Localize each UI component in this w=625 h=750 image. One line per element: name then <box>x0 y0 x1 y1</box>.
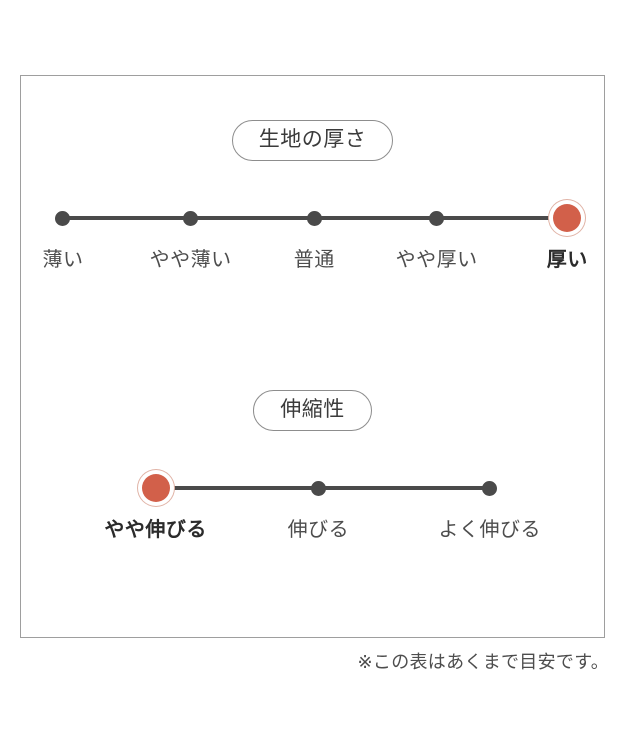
scale-labels-thickness: 薄い やや薄い 普通 やや厚い 厚い <box>21 247 604 281</box>
scale-title-thickness: 生地の厚さ <box>231 120 394 162</box>
scale-section-thickness: 生地の厚さ 薄い やや薄い 普通 やや厚い 厚い <box>21 120 604 281</box>
scale-label-thickness-0: 薄い <box>42 247 84 272</box>
scale-node-stretch-1[interactable] <box>310 480 326 496</box>
scale-label-stretch-1: 伸びる <box>287 517 350 542</box>
scale-title-row-stretch: 伸縮性 <box>21 390 604 432</box>
scale-label-thickness-2: 普通 <box>293 247 335 272</box>
scale-node-thickness-3[interactable] <box>429 210 445 226</box>
scale-label-thickness-3: やや厚い <box>395 247 478 272</box>
scale-track-stretch <box>21 474 604 503</box>
spec-footnote: ※この表はあくまで目安です。 <box>357 652 609 673</box>
scale-label-stretch-2: よく伸びる <box>438 517 541 542</box>
spec-table-frame: 生地の厚さ 薄い やや薄い 普通 やや厚い 厚い 伸縮性 <box>20 75 605 638</box>
scale-node-thickness-4-selected[interactable] <box>553 204 582 233</box>
scale-label-stretch-0-selected: やや伸びる <box>104 517 207 542</box>
scale-track-thickness <box>21 204 604 233</box>
scale-node-thickness-1[interactable] <box>183 210 199 226</box>
scale-node-stretch-0-selected[interactable] <box>141 474 170 503</box>
scale-labels-stretch: やや伸びる 伸びる よく伸びる <box>21 517 604 551</box>
scale-section-stretch: 伸縮性 やや伸びる 伸びる よく伸びる <box>21 390 604 551</box>
scale-label-thickness-1: やや薄い <box>149 247 232 272</box>
scale-node-stretch-2[interactable] <box>482 480 498 496</box>
scale-label-thickness-4-selected: 厚い <box>546 247 588 272</box>
scale-title-row-thickness: 生地の厚さ <box>21 120 604 162</box>
scale-node-thickness-2[interactable] <box>306 210 322 226</box>
scale-node-thickness-0[interactable] <box>55 210 71 226</box>
scale-title-stretch: 伸縮性 <box>253 390 372 432</box>
